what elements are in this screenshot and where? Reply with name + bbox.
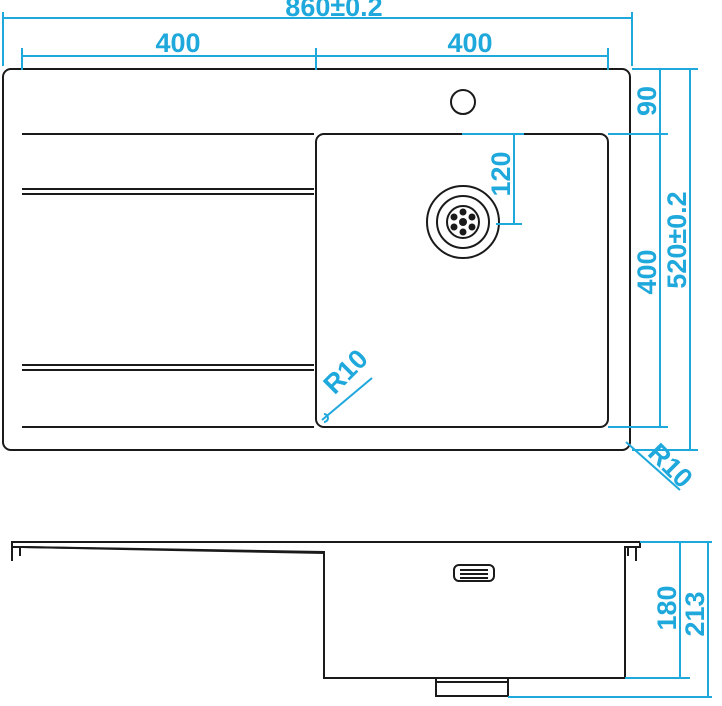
length-dimensions: 90 400 520±0.2: [608, 68, 698, 451]
tap-offset-label: 90: [632, 86, 662, 116]
radius-callouts: R10 R10: [318, 344, 699, 494]
bowl-width-label: 400: [447, 28, 492, 58]
depth-dimensions: 180 213: [508, 541, 712, 698]
inner-radius-label: R10: [318, 344, 374, 400]
tap-hole-icon: [450, 89, 476, 115]
side-profile: [11, 541, 641, 679]
drainer-grooves: [22, 133, 314, 428]
strainer-icon: [426, 185, 500, 259]
total-depth-label: 213: [680, 591, 710, 636]
overflow-icon: [453, 564, 495, 582]
waste-offset-label: 120: [486, 151, 516, 196]
side-view: 180 213: [11, 541, 712, 698]
width-dimensions: 860±0.2 400 400: [2, 0, 633, 70]
waste-offset-dimension: 120: [462, 133, 524, 225]
bowl-outline: [315, 133, 609, 428]
top-view: 860±0.2 400 400 120 90 400 520±0.2: [2, 0, 699, 494]
bowl-depth-label: 180: [652, 585, 682, 630]
drainer-width-label: 400: [155, 28, 200, 58]
total-length-label: 520±0.2: [662, 191, 692, 288]
waste-outlet: [435, 677, 509, 697]
bowl-length-label: 400: [632, 249, 662, 294]
total-width-label: 860±0.2: [285, 0, 382, 22]
